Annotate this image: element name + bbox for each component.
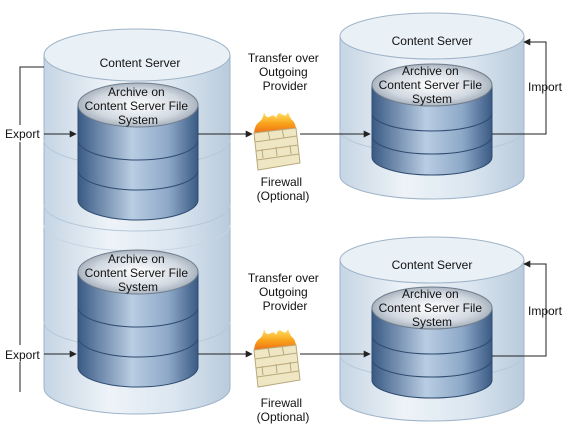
export-label-bottom: Export xyxy=(5,348,40,362)
archive-label-top-right: Archive on Content Server File System xyxy=(379,64,486,106)
connector-lines xyxy=(19,38,547,392)
archive-label-bottom-right: Archive on Content Server File System xyxy=(379,287,486,329)
server-label-right-bottom: Content Server xyxy=(392,258,473,272)
server-label-left-top: Content Server xyxy=(100,56,181,70)
transfer-label-bottom: Transfer over Outgoing Provider xyxy=(248,271,322,313)
import-label-top: Import xyxy=(528,80,563,94)
firewall-label-top: Firewall (Optional) xyxy=(257,175,310,203)
transfer-label-top: Transfer over Outgoing Provider xyxy=(248,51,322,93)
export-label-top: Export xyxy=(5,127,40,141)
import-label-bottom: Import xyxy=(528,304,563,318)
archive-label-top-left: Archive on Content Server File System xyxy=(85,85,192,127)
import-arrow-bottom xyxy=(492,260,547,357)
archive-disk-top-left xyxy=(77,82,199,221)
archive-label-bottom-left: Archive on Content Server File System xyxy=(85,252,192,294)
archive-disk-bottom-left xyxy=(77,249,199,388)
archive-disk-top-right xyxy=(371,63,493,176)
archive-disk-bottom-right xyxy=(371,286,493,399)
server-label-right-top: Content Server xyxy=(392,34,473,48)
firewall-icon-top xyxy=(253,112,301,171)
firewall-icon-bottom xyxy=(253,329,301,388)
firewall-label-bottom: Firewall (Optional) xyxy=(257,396,310,424)
import-arrow-top xyxy=(492,38,547,135)
